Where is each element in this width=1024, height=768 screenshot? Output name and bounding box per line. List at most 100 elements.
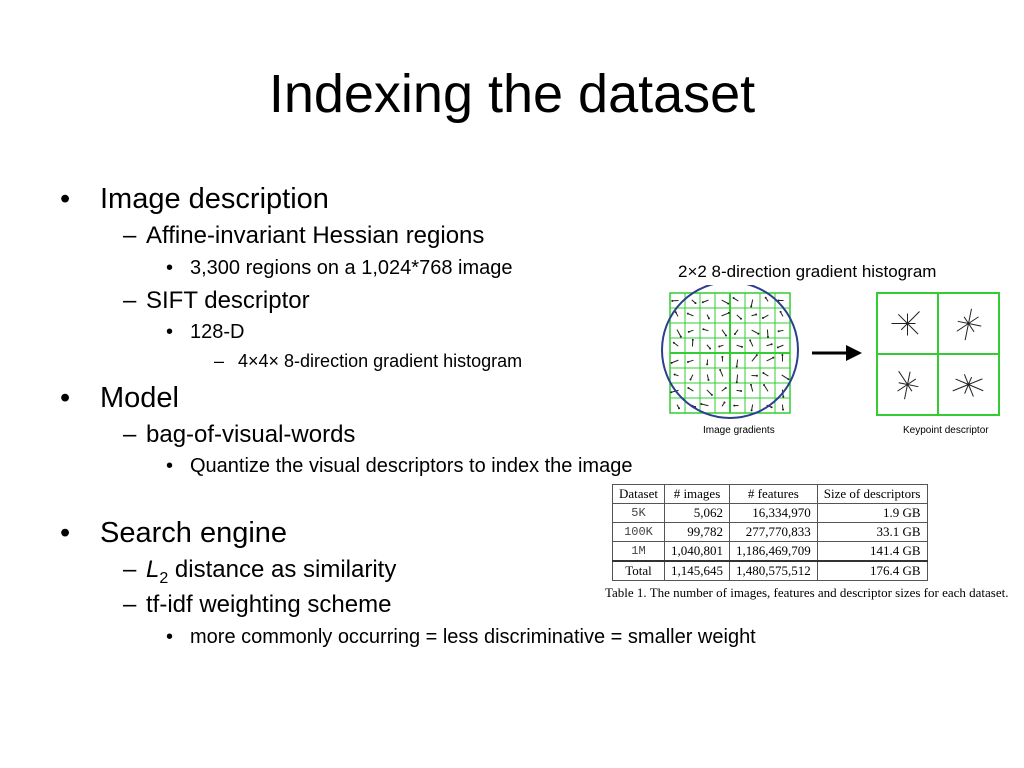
bullet-search-engine: Search engine	[100, 517, 288, 549]
cell-size: 33.1 GB	[816, 522, 928, 542]
gradient-arrow-head	[691, 338, 694, 341]
histogram-arrow	[907, 384, 913, 392]
bullet-idf-weight: more commonly occurring = less discrimin…	[190, 626, 756, 648]
gradient-arrow-head	[723, 401, 726, 404]
gradient-arrow-head	[710, 393, 713, 396]
dash-marker: –	[123, 421, 137, 448]
histogram-arrow	[963, 374, 969, 385]
gradient-arrow-head	[764, 296, 767, 299]
gradient-arrow	[750, 299, 754, 307]
bullet-affine-hessian: Affine-invariant Hessian regions	[146, 222, 485, 249]
bullet-marker: •	[60, 382, 71, 414]
gradient-arrow-head	[781, 353, 784, 356]
gradient-arrow-head	[755, 354, 758, 357]
l2-subscript: 2	[159, 569, 169, 587]
histogram-arrow	[897, 313, 908, 324]
gradient-arrow	[701, 403, 709, 407]
histogram-arrow	[968, 316, 979, 324]
l2-rest: distance as similarity	[168, 556, 397, 583]
gradient-arrow-head	[740, 345, 743, 348]
gradient-arrow	[721, 299, 729, 305]
gradient-arrow-head	[782, 408, 785, 411]
gradient-arrow-head	[678, 407, 681, 410]
gradient-arrow-head	[755, 374, 758, 377]
bullet-marker: •	[166, 626, 174, 648]
gradient-arrow	[766, 329, 769, 338]
gradient-arrow-head	[727, 302, 730, 305]
keypoint-descriptor-grid	[876, 292, 1000, 416]
gradient-arrow-head	[770, 343, 773, 346]
gradient-arrow-head	[672, 341, 675, 344]
gradient-arrow-head	[673, 373, 676, 376]
histogram-arrow	[968, 384, 974, 397]
bullet-model: Model	[100, 382, 179, 414]
histogram-arrow	[955, 378, 969, 385]
cell-dataset: 1M	[612, 541, 665, 562]
dash-marker: –	[214, 351, 225, 371]
histogram-arrow	[968, 308, 972, 324]
cell-dataset: 5K	[612, 503, 665, 523]
bullet-tf-idf: tf-idf weighting scheme	[146, 591, 392, 618]
cell-features: 16,334,970	[728, 503, 818, 523]
bullet-image-description: Image description	[100, 183, 329, 215]
gradient-arrow-head	[694, 302, 697, 305]
gradient-arrow	[736, 374, 739, 383]
image-gradients-label: Image gradients	[703, 425, 775, 436]
gradient-arrow-head	[735, 381, 738, 384]
cell-features: 277,770,833	[728, 522, 818, 542]
histogram-arrow	[968, 384, 984, 392]
cell-total-features: 1,480,575,512	[728, 560, 818, 581]
bullet-gradient-histogram: 4×4× 8-direction gradient histogram	[238, 351, 523, 371]
bullet-marker: •	[166, 455, 174, 477]
histogram-arrow	[964, 384, 969, 394]
gradient-arrow	[766, 357, 774, 362]
gradient-arrow-head	[782, 395, 785, 398]
cell-total-size: 176.4 GB	[816, 560, 928, 581]
histogram-arrow	[968, 323, 982, 327]
gradient-arrow-head	[733, 333, 736, 336]
histogram-arrow	[957, 320, 969, 324]
bullet-128d: 128-D	[190, 321, 245, 343]
histogram-arrow	[964, 323, 969, 341]
gradient-arrow	[749, 340, 754, 347]
table-total-row: Total 1,145,645 1,480,575,512 176.4 GB	[612, 560, 928, 581]
table-row: 5K 5,062 16,334,970 1.9 GB	[612, 503, 928, 523]
dataset-table: Dataset # images # features Size of desc…	[612, 484, 928, 581]
gradient-arrow-head	[740, 390, 743, 393]
gradient-arrow-head	[707, 317, 710, 320]
bullet-bag-of-visual-words: bag-of-visual-words	[146, 421, 356, 448]
histogram-arrow	[907, 378, 917, 385]
gradient-arrow-head	[732, 297, 735, 300]
gradient-arrow-head	[686, 360, 689, 363]
gradient-arrow-head	[687, 330, 690, 333]
gradient-arrow	[721, 329, 727, 336]
header-images: # images	[663, 484, 730, 504]
gradient-arrow-head	[739, 317, 742, 320]
gradient-arrow	[763, 384, 769, 392]
image-gradients-grid	[669, 292, 791, 414]
gradient-arrow-head	[770, 406, 773, 409]
gradient-arrow-head	[727, 311, 730, 314]
histogram-arrow	[952, 384, 969, 392]
gradient-arrow-head	[687, 386, 690, 389]
gradient-arrow	[751, 329, 759, 335]
gradient-arrow-head	[670, 391, 673, 394]
histogram-arrow	[968, 378, 983, 385]
gradient-arrow	[751, 354, 758, 362]
histogram-arrow	[907, 371, 911, 385]
gradient-arrow-head	[772, 356, 775, 359]
gradient-arrow-head	[702, 328, 705, 331]
gradient-arrow-head	[709, 347, 712, 350]
l2-italic: L	[146, 556, 160, 583]
cell-images: 99,782	[663, 522, 730, 542]
gradient-arrow-head	[707, 378, 710, 381]
gradient-arrow-head	[719, 369, 722, 372]
gradient-arrow-head	[750, 305, 753, 308]
gradient-arrow-head	[762, 372, 765, 375]
cell-size: 1.9 GB	[816, 503, 928, 523]
gradient-arrow-head	[779, 310, 782, 313]
right-arrow-icon	[812, 345, 862, 361]
gradient-arrow-head	[671, 299, 674, 302]
bullet-sift-descriptor: SIFT descriptor	[146, 287, 310, 314]
bullet-l2-distance: L2 distance as similarity	[146, 556, 396, 593]
